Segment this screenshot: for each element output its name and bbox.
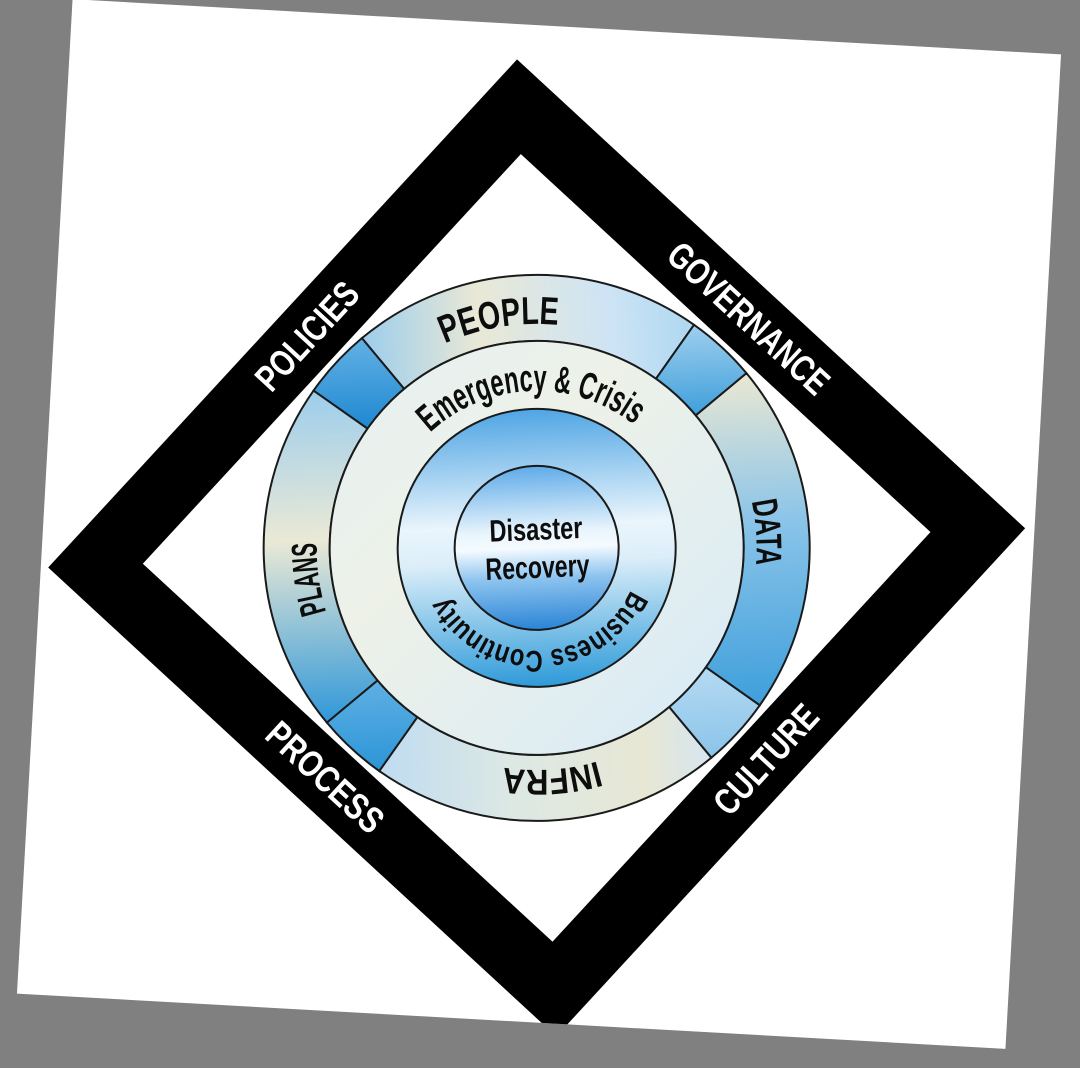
label-recovery: Recovery (484, 548, 590, 587)
rings (262, 273, 811, 822)
resilience-diagram: POLICIES GOVERNANCE PROCESS CULTURE (47, 59, 1025, 1037)
label-infra: INFRA (498, 753, 606, 805)
white-page: POLICIES GOVERNANCE PROCESS CULTURE (16, 0, 1061, 1049)
diamond-band (47, 59, 1025, 1037)
label-disaster: Disaster (488, 510, 582, 549)
disaster-recovery-circle (453, 464, 620, 631)
label-data: DATA (743, 495, 790, 568)
